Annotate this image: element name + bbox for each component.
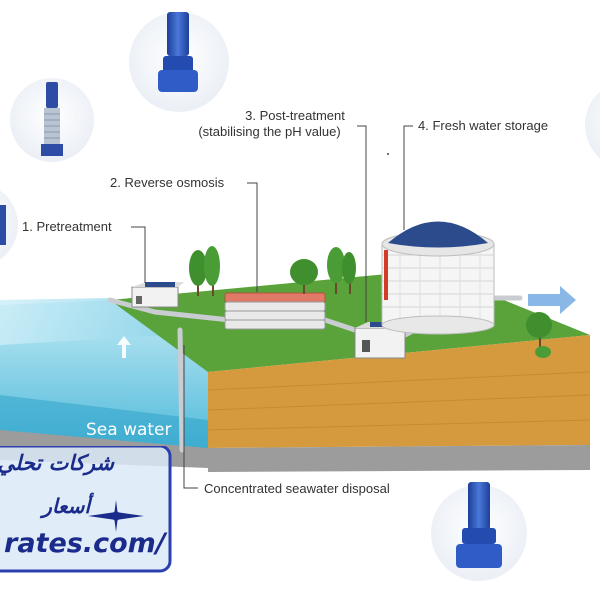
label-pretreatment: 1. Pretreatment <box>22 219 112 234</box>
pretreatment-building <box>131 282 184 308</box>
watermark-banner <box>0 446 172 573</box>
banner-url[interactable]: rates.com/ <box>4 528 166 559</box>
multistage-pump-icon <box>41 82 63 156</box>
pump-circle-bottom <box>431 482 527 581</box>
leader-lines <box>131 125 413 489</box>
label-post-treatment: 3. Post-treatment <box>245 108 345 123</box>
label-reverse-osmosis: 2. Reverse osmosis <box>110 175 225 190</box>
reverse-osmosis-unit <box>224 292 326 330</box>
storage-tank-icon <box>381 221 495 335</box>
pump-icon <box>158 12 198 92</box>
trees <box>189 246 552 358</box>
compass-star-icon <box>88 500 144 532</box>
pump-circle-multistage <box>10 78 94 162</box>
pump-circle-top <box>129 12 229 112</box>
pump-icon <box>456 482 502 568</box>
pump-circle-right-partial <box>585 91 600 159</box>
outflow-arrow-icon <box>528 286 576 314</box>
label-sea-water: Sea water <box>86 420 172 440</box>
banner-arabic-line2: أسعار <box>42 494 90 518</box>
dot-marker <box>387 153 389 155</box>
label-concentrated-disposal: Concentrated seawater disposal <box>204 481 390 496</box>
banner-arabic-line1: شركات تحلي <box>0 451 114 475</box>
label-post-treatment-sub: (stabilising the pH value) <box>198 124 341 139</box>
pump-circle-left-partial <box>0 190 18 260</box>
intake-arrow-icon <box>117 336 131 358</box>
label-fresh-water-storage: 4. Fresh water storage <box>418 118 549 133</box>
